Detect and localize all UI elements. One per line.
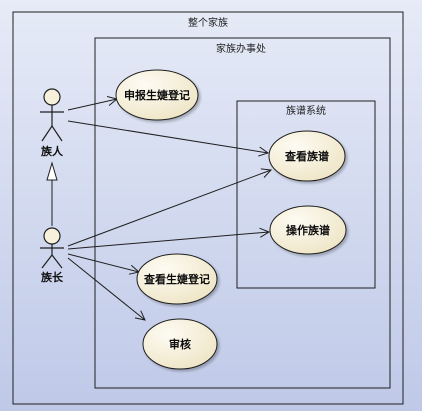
use-case-view-tree[interactable]: 查看族谱 xyxy=(268,130,346,182)
association-member-register xyxy=(67,99,117,111)
use-case-register-label: 申报生婕登记 xyxy=(124,88,190,102)
actor-member-label: 族人 xyxy=(41,144,64,158)
actor-member xyxy=(40,88,64,142)
generalization-elder-to-member xyxy=(46,161,58,226)
use-case-view-register-label: 查看生婕登记 xyxy=(144,272,210,286)
association-elder-view-tree xyxy=(67,170,271,247)
actor-elder-head xyxy=(43,227,61,245)
actor-member-head xyxy=(43,88,61,106)
association-elder-view-register xyxy=(67,253,139,272)
boundary-outer-label: 整个家族 xyxy=(188,16,228,29)
association-member-view-tree xyxy=(67,120,268,153)
boundary-office-label: 家族办事处 xyxy=(216,42,266,55)
actor-elder xyxy=(40,227,64,269)
use-case-register[interactable]: 申报生婕登记 xyxy=(115,69,199,121)
use-case-review-label: 审核 xyxy=(169,337,191,351)
boundary-outer: 整个家族 xyxy=(12,11,404,405)
use-case-view-register[interactable]: 查看生婕登记 xyxy=(136,253,218,305)
actor-elder-label: 族长 xyxy=(41,270,64,284)
boundary-system: 族谱系统 xyxy=(236,100,376,289)
use-case-operate-tree[interactable]: 操作族谱 xyxy=(269,205,347,255)
use-case-operate-tree-label: 操作族谱 xyxy=(286,223,330,237)
boundary-office: 家族办事处 xyxy=(94,37,391,389)
use-case-view-tree-label: 查看族谱 xyxy=(285,149,329,163)
association-elder-review xyxy=(67,257,145,320)
boundary-system-label: 族谱系统 xyxy=(286,104,326,117)
association-elder-operate-tree xyxy=(67,232,269,250)
use-case-review[interactable]: 审核 xyxy=(142,318,218,370)
